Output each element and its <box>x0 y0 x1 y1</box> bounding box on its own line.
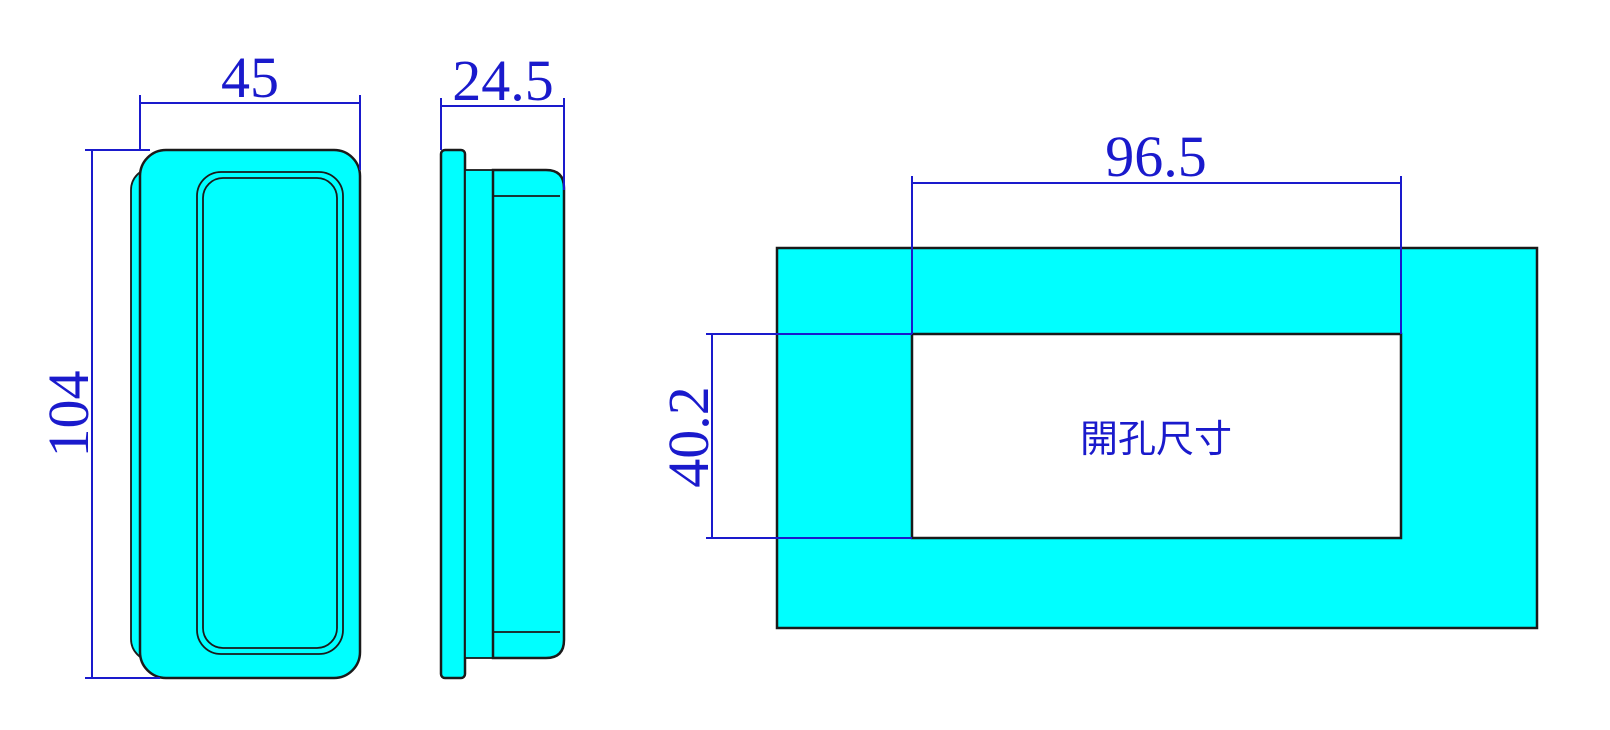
side-view-step <box>464 169 494 659</box>
side-view-flange <box>439 148 467 680</box>
cutout-view-label: 開孔尺寸 <box>1080 417 1232 461</box>
cutout-view-width-value: 96.5 <box>1105 124 1207 189</box>
cutout-view: 96.5 40.2 開孔尺寸 <box>656 124 1539 630</box>
side-view-body <box>491 168 566 660</box>
front-view-inner-recess-edge <box>202 177 338 649</box>
side-view-depth-dimension: 24.5 <box>440 48 565 190</box>
cutout-view-hole <box>910 332 1403 540</box>
front-view-width-dimension: 45 <box>139 45 361 170</box>
front-view-height-value: 104 <box>36 371 101 458</box>
front-view: 45 104 <box>36 45 362 680</box>
cutout-view-height-dimension: 40.2 <box>656 333 912 539</box>
cutout-view-height-value: 40.2 <box>656 386 721 488</box>
side-view-depth-value: 24.5 <box>452 48 554 113</box>
cutout-view-width-dimension: 96.5 <box>911 124 1402 334</box>
front-view-width-value: 45 <box>221 45 279 110</box>
front-view-height-dimension: 104 <box>36 149 160 679</box>
side-view: 24.5 <box>439 48 566 680</box>
